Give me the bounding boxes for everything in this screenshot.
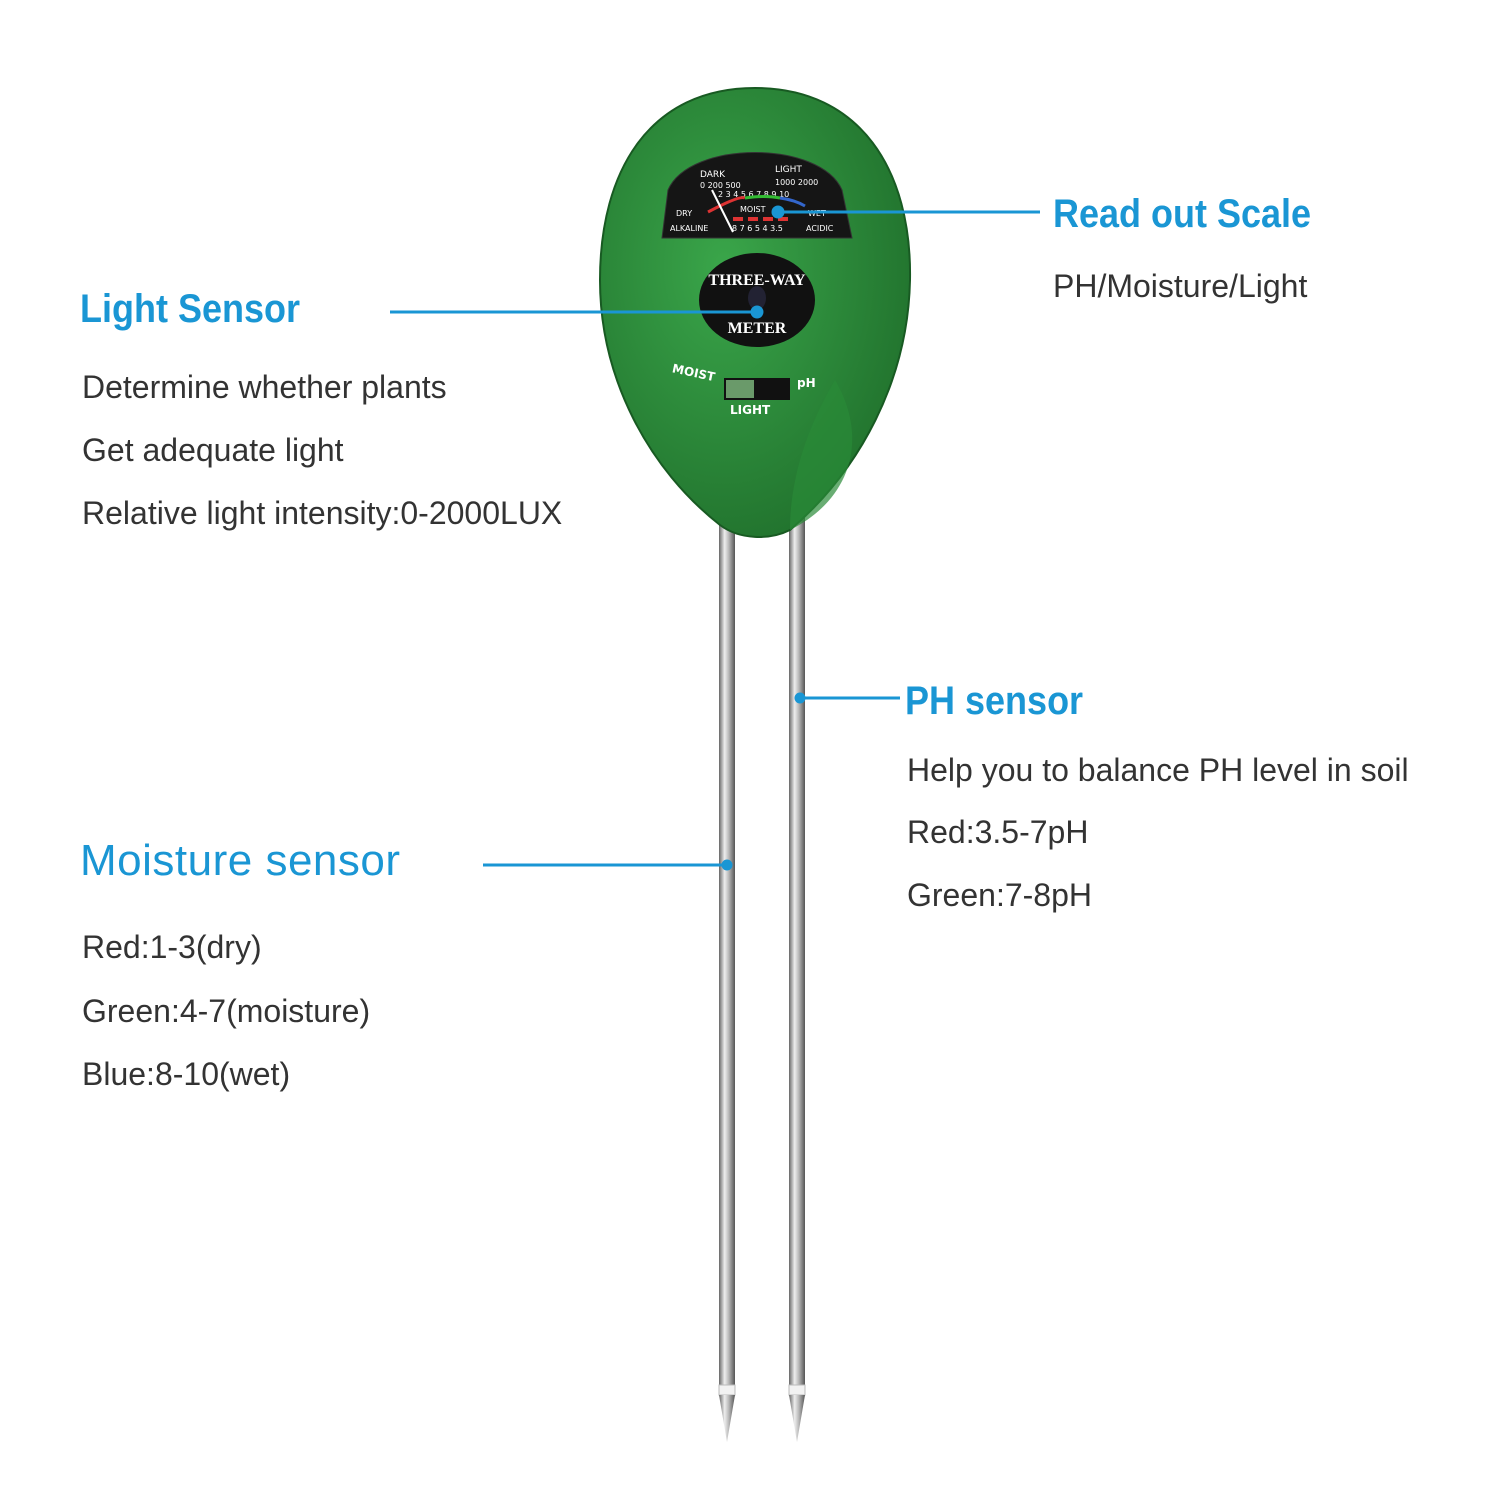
mode-switch[interactable]: MOIST LIGHT pH [671,361,816,417]
svg-text:LIGHT: LIGHT [775,165,802,175]
svg-text:METER: METER [728,320,787,337]
svg-text:MOIST: MOIST [740,205,766,214]
readout-title: Read out Scale [1053,192,1312,236]
light-sensor-line: Determine whether plants [82,369,447,405]
moisture-sensor-title: Moisture sensor [80,836,401,885]
ph-probe [788,515,806,1442]
readout-dial: DARK LIGHT 0 200 500 1000 2000 2 3 4 5 6… [661,152,853,239]
ph-sensor-line: Help you to balance PH level in soil [907,752,1409,788]
svg-text:2 3 4 5 6 7 8 9 10: 2 3 4 5 6 7 8 9 10 [718,190,789,199]
light-sensor-title: Light Sensor [80,287,301,331]
light-sensor-window: THREE-WAY METER [699,253,815,347]
svg-text:THREE-WAY: THREE-WAY [708,272,806,289]
svg-text:DARK: DARK [700,170,726,180]
leader-lines [390,205,1040,871]
svg-text:LIGHT: LIGHT [730,403,771,417]
moisture-sensor-line: Red:1-3(dry) [82,929,262,965]
light-sensor-line: Relative light intensity:0-2000LUX [82,495,563,531]
ph-sensor-title: PH sensor [905,679,1084,723]
svg-text:pH: pH [797,376,816,390]
svg-text:0 200 500: 0 200 500 [700,181,741,190]
ph-sensor-line: Red:3.5-7pH [907,814,1089,850]
light-sensor-line: Get adequate light [82,432,344,468]
moisture-sensor-line: Green:4-7(moisture) [82,993,371,1029]
svg-text:1000 2000: 1000 2000 [775,178,818,187]
svg-text:8 7 6 5 4 3.5: 8 7 6 5 4 3.5 [732,224,783,233]
moisture-sensor-line: Blue:8-10(wet) [82,1056,291,1092]
svg-text:ALKALINE: ALKALINE [670,224,708,233]
svg-text:ACIDIC: ACIDIC [806,224,834,233]
svg-text:DRY: DRY [676,209,692,218]
moisture-probe [718,515,736,1442]
readout-subtitle: PH/Moisture/Light [1053,268,1308,304]
ph-sensor-line: Green:7-8pH [907,877,1092,913]
